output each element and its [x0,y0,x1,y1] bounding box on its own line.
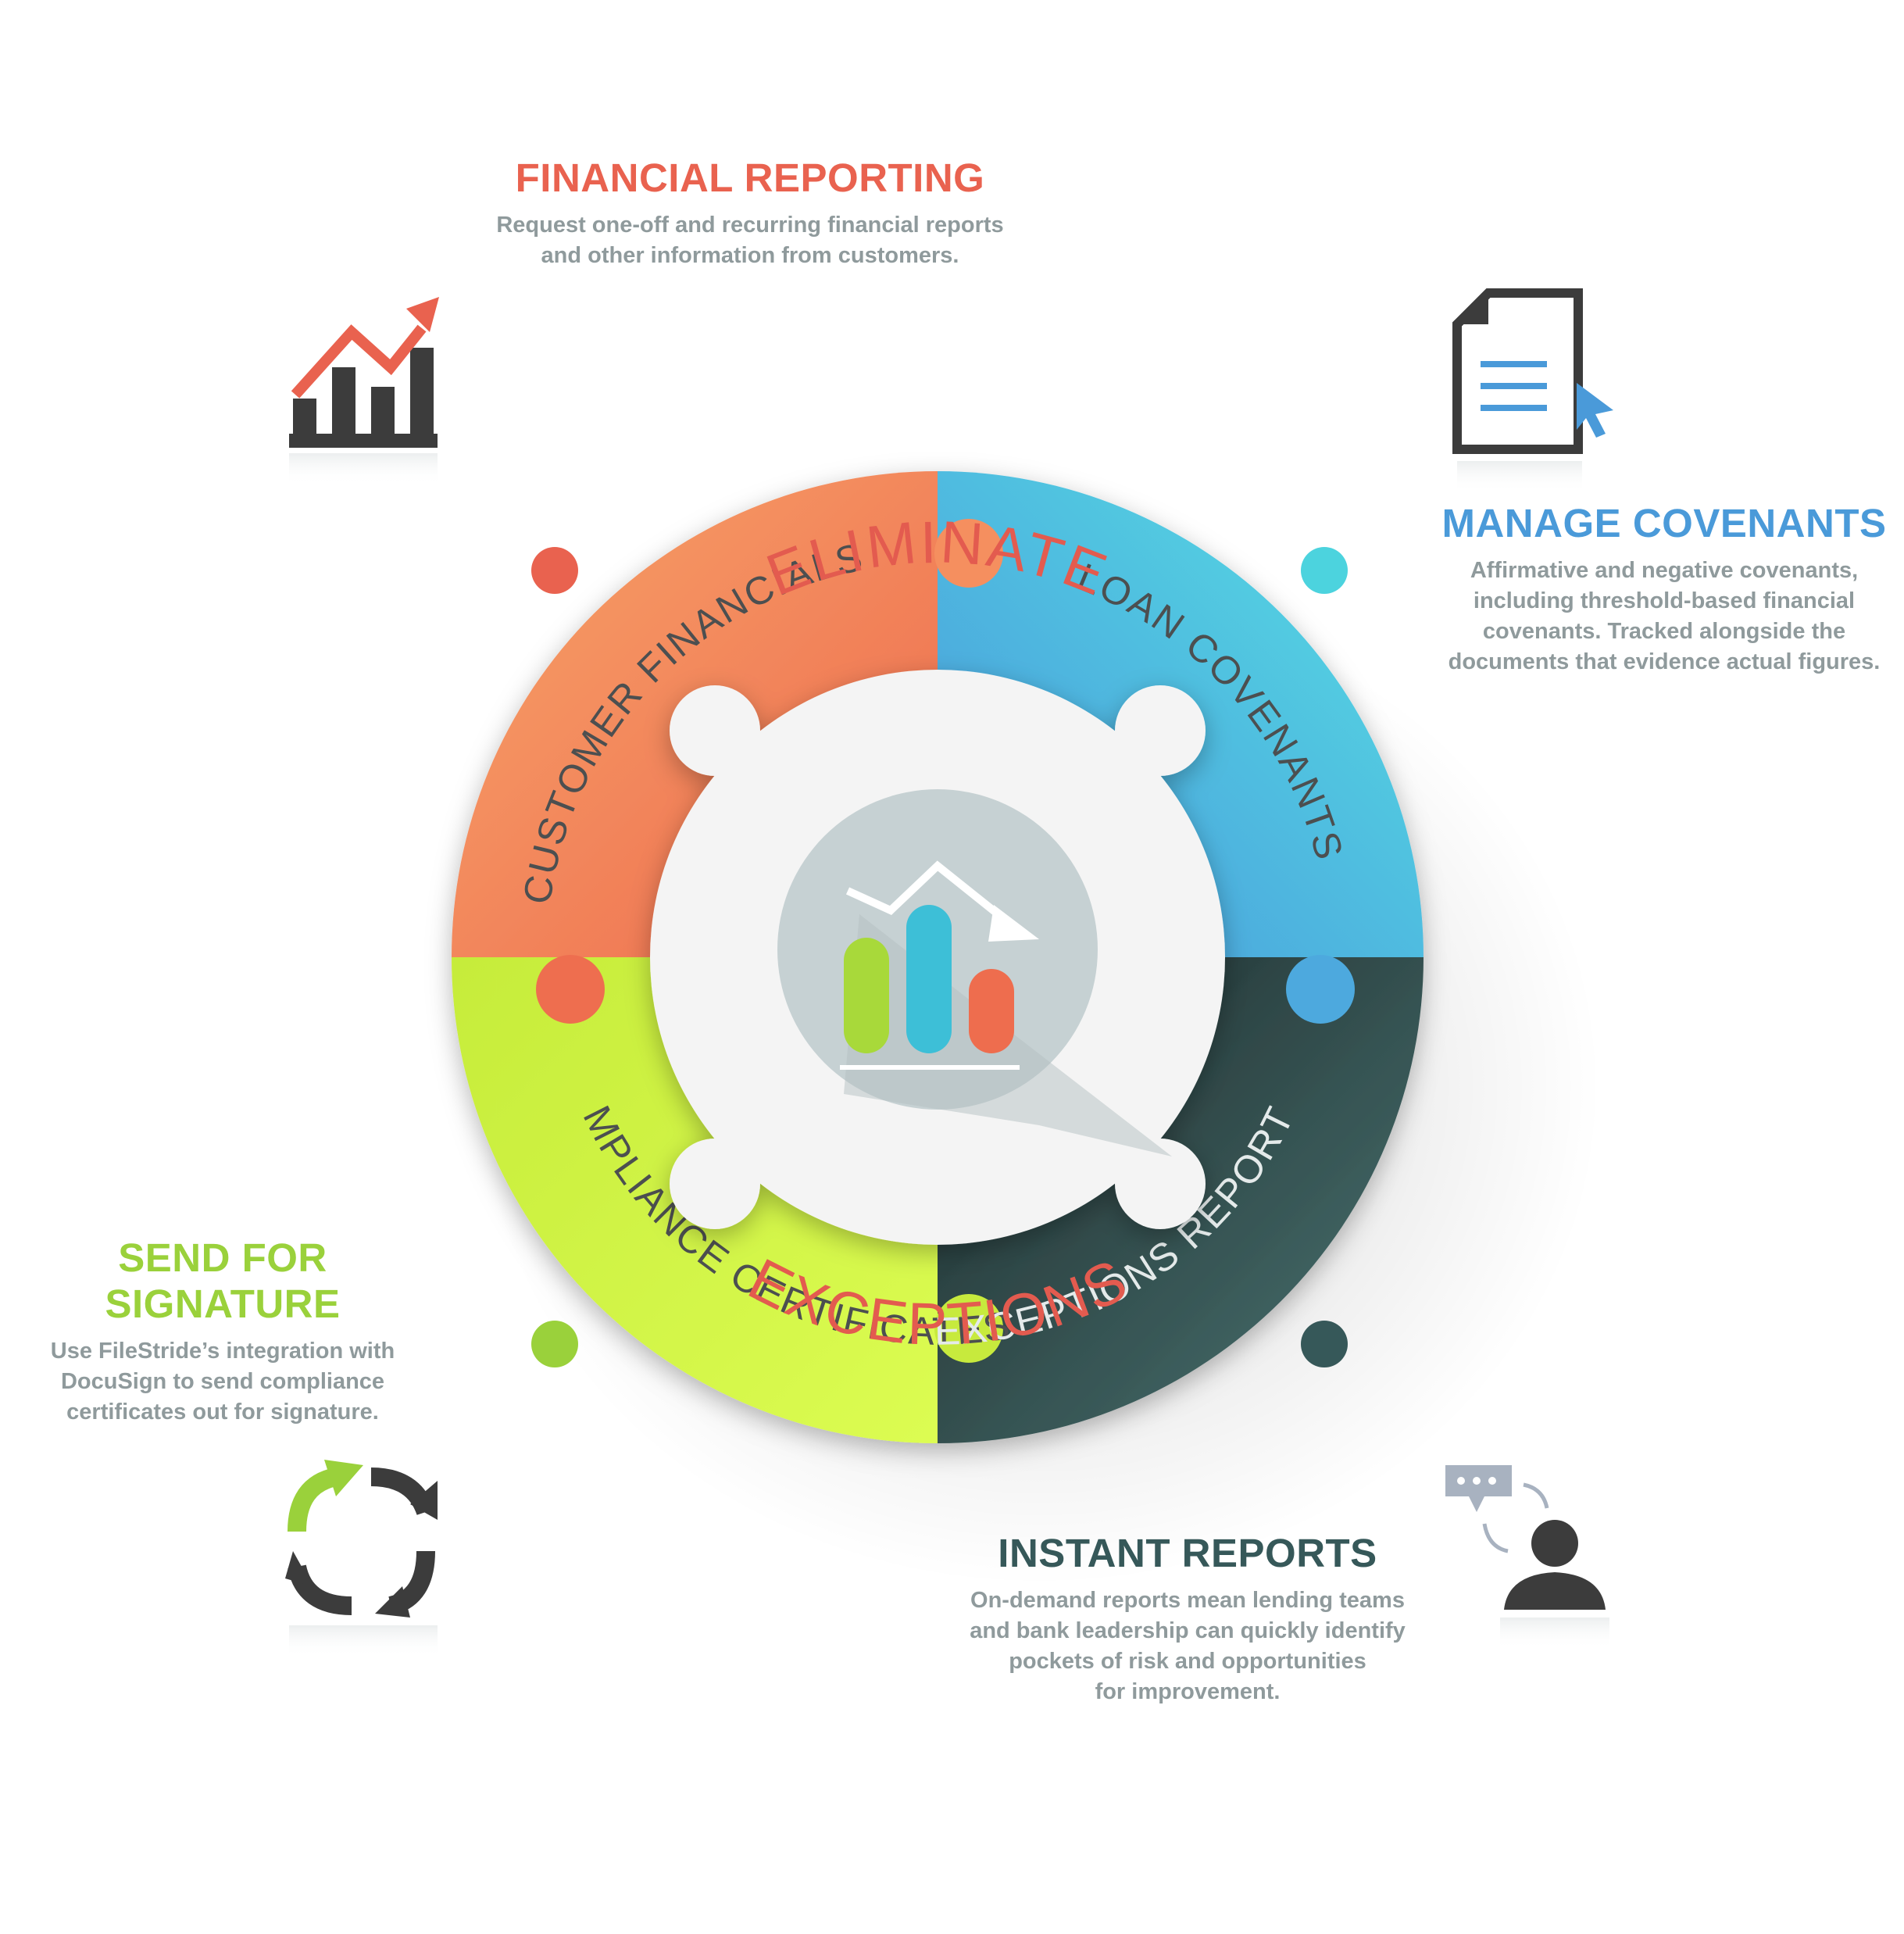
financial-reporting-title: FINANCIAL REPORTING [515,156,985,200]
instant-reports-text: On-demand reports mean lending teams and… [970,1588,1406,1704]
manage-covenants-block: MANAGE COVENANTS Affirmative and negativ… [1391,500,1904,677]
instant-reports-block: INSTANT REPORTS On-demand reports mean l… [930,1530,1445,1707]
manage-covenants-text: Affirmative and negative covenants, incl… [1448,558,1881,674]
declining-bar-chart-icon [777,789,1172,1156]
knob-green [536,955,605,1024]
knob-orange [934,519,1003,588]
send-for-signature-title: SEND FOR SIGNATURE [105,1235,341,1326]
manage-covenants-title: MANAGE COVENANTS [1441,501,1887,545]
instant-reports-title: INSTANT REPORTS [998,1531,1377,1575]
dot-signature [531,1321,578,1367]
dot-financial [531,547,578,594]
person-chat-icon [1445,1465,1609,1649]
financial-reporting-block: FINANCIAL REPORTING Request one-off and … [438,155,1063,271]
financial-reporting-text: Request one-off and recurring financial … [496,213,1004,268]
knob-dark [934,1294,1003,1363]
dot-reports [1301,1321,1348,1367]
growth-chart-icon [289,297,439,484]
send-for-signature-block: SEND FOR SIGNATURE Use FileStride’s inte… [0,1235,445,1428]
document-cursor-icon [1452,288,1613,492]
send-for-signature-text: Use FileStride’s integration with DocuSi… [50,1339,395,1425]
cycle-arrows-icon [285,1460,438,1657]
knob-blue [1286,955,1355,1024]
dot-covenants [1301,547,1348,594]
